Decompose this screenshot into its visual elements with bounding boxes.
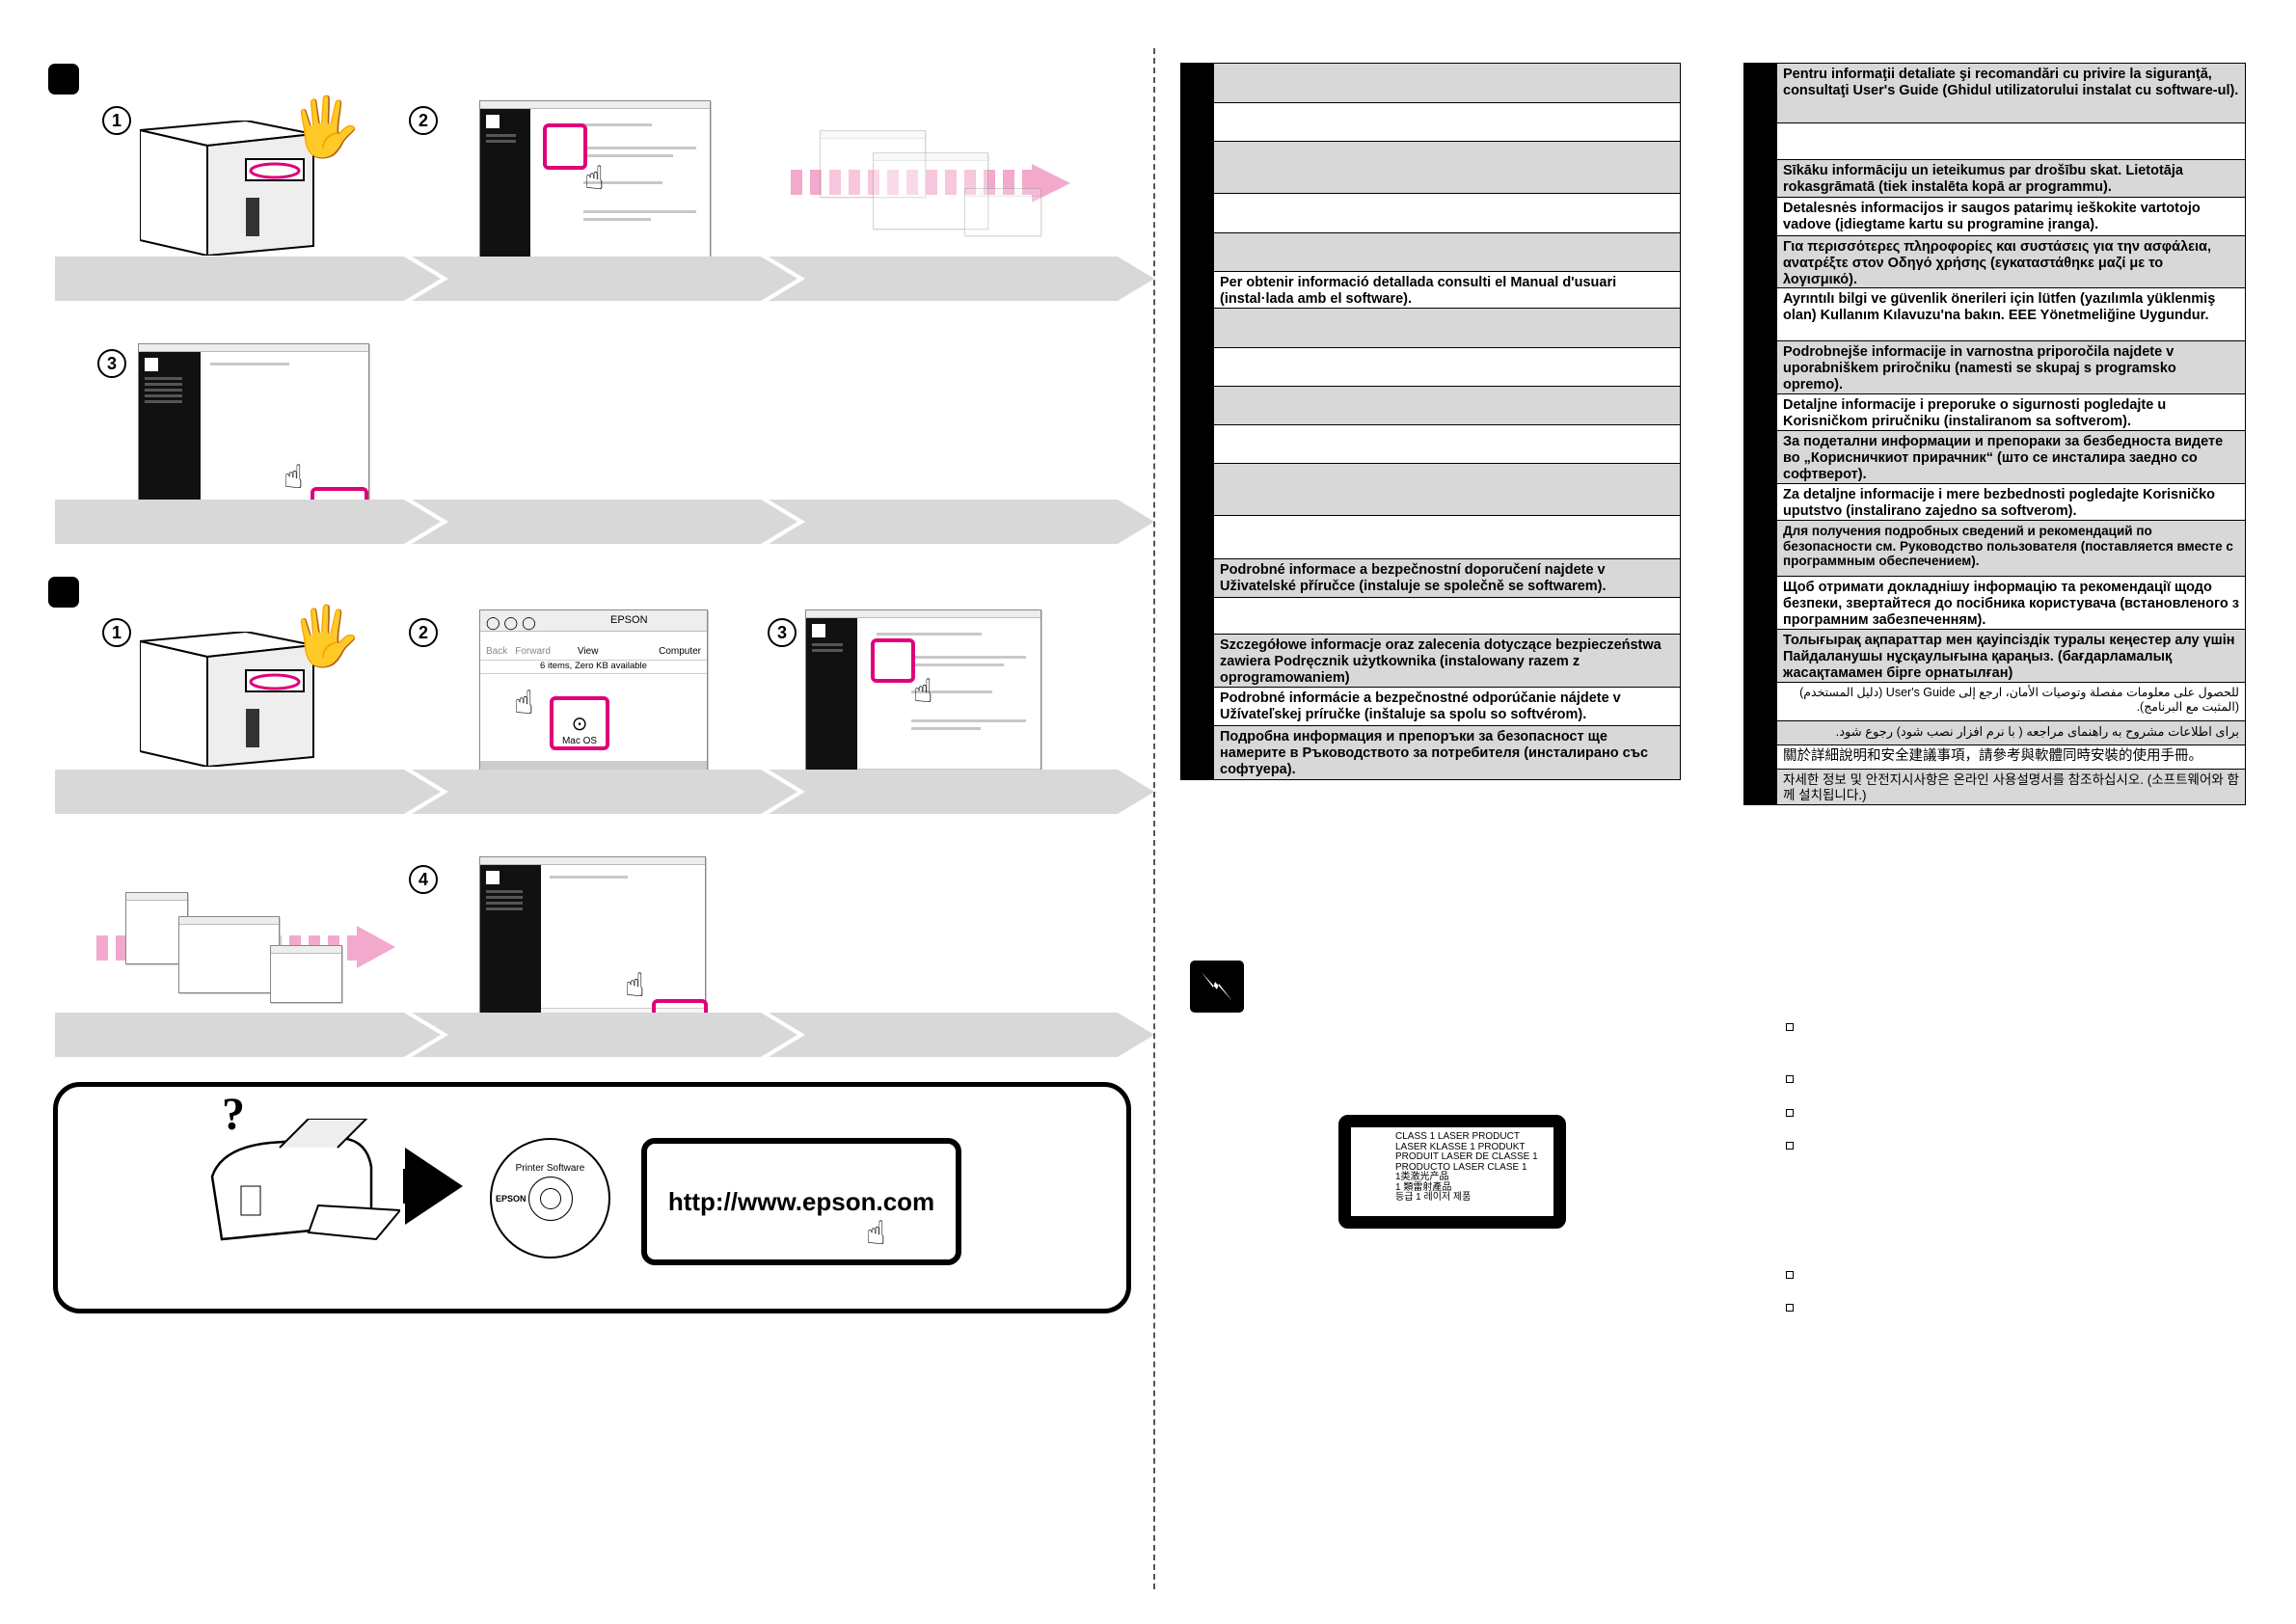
computer-button[interactable]: Computer <box>659 646 701 657</box>
safety-info-table-2: Pentru informaţii detaliate şi recomandă… <box>1743 63 2246 805</box>
easy-install-highlight[interactable] <box>871 638 915 683</box>
installation-complete-window-mac <box>479 856 706 1020</box>
bullet-checkbox <box>1786 1075 1794 1083</box>
hand-inserting-disc-icon: 🖐 <box>289 95 362 159</box>
installing-window <box>125 892 188 964</box>
pointer-hand-icon: ☝ <box>284 459 304 496</box>
progress-arrow-head <box>357 926 395 968</box>
software-cd-icon: Printer Software EPSON <box>490 1138 610 1259</box>
step-band-2 <box>55 500 1125 544</box>
high-voltage-warning-icon <box>1190 961 1244 1013</box>
installing-window-ghost <box>820 130 926 198</box>
bullet-checkbox <box>1786 1271 1794 1279</box>
safety-info-table-1: Per obtenir informació detallada consult… <box>1180 63 1681 780</box>
help-box <box>53 1082 1131 1313</box>
epson-website-link[interactable]: http://www.epson.com <box>641 1138 961 1265</box>
mac-os-installer-icon[interactable]: ⊙ Mac OS <box>550 696 609 750</box>
step-number-1: 1 <box>102 106 131 135</box>
printer-illustration <box>203 1118 403 1254</box>
finder-status: 6 items, Zero KB available <box>480 661 707 674</box>
question-mark: ? <box>222 1089 245 1140</box>
step-band-3 <box>55 770 1125 814</box>
pointer-hand-icon: ☝ <box>584 160 605 197</box>
bullet-checkbox <box>1786 1304 1794 1312</box>
finder-title: EPSON <box>610 614 648 626</box>
back-button[interactable]: Back <box>486 646 508 657</box>
view-button[interactable]: View <box>577 646 599 657</box>
pointer-hand-icon: ☝ <box>625 967 645 1004</box>
section-1-marker <box>48 64 79 95</box>
pointer-hand-icon: ☝ <box>866 1215 886 1252</box>
forward-button[interactable]: Forward <box>515 646 551 657</box>
step-number-1: 1 <box>102 618 131 647</box>
installing-window-ghost-3 <box>964 188 1041 236</box>
bullet-checkbox <box>1786 1109 1794 1117</box>
fold-divider <box>1153 48 1155 1589</box>
section-2-marker <box>48 577 79 608</box>
installing-window-2 <box>178 916 280 993</box>
step-band-4 <box>55 1013 1125 1057</box>
step-number-2: 2 <box>409 106 438 135</box>
install-navi-window-mac <box>805 609 1041 781</box>
computer-tower-illustration <box>139 630 318 769</box>
installing-window-3 <box>270 945 342 1003</box>
window-controls-icon[interactable]: ◯◯◯ <box>486 615 540 630</box>
progress-arrow-head <box>1032 164 1070 203</box>
disc-download-icon: ⊙ <box>571 714 588 735</box>
easy-install-highlight[interactable] <box>543 123 587 170</box>
progress-arrow <box>791 170 1032 195</box>
step-number-3: 3 <box>97 349 126 378</box>
pointer-hand-icon: ☝ <box>514 685 534 721</box>
bullet-checkbox <box>1786 1023 1794 1031</box>
step-number-3: 3 <box>768 618 797 647</box>
step-band-1 <box>55 257 1125 301</box>
computer-tower-illustration <box>139 119 318 257</box>
step-number-2: 2 <box>409 618 438 647</box>
mac-finder-window: ◯◯◯ EPSON Back Forward View Computer 6 i… <box>479 609 708 773</box>
arrow-right-shaft <box>403 1169 422 1204</box>
bullet-checkbox <box>1786 1142 1794 1150</box>
hand-inserting-disc-icon: 🖐 <box>289 604 362 668</box>
step-number-4: 4 <box>409 865 438 894</box>
installing-window-ghost-2 <box>873 152 988 230</box>
pointer-hand-icon: ☝ <box>913 673 933 710</box>
laser-product-label: CLASS 1 LASER PRODUCT LASER KLASSE 1 PRO… <box>1338 1115 1566 1229</box>
installation-complete-window <box>138 343 369 512</box>
